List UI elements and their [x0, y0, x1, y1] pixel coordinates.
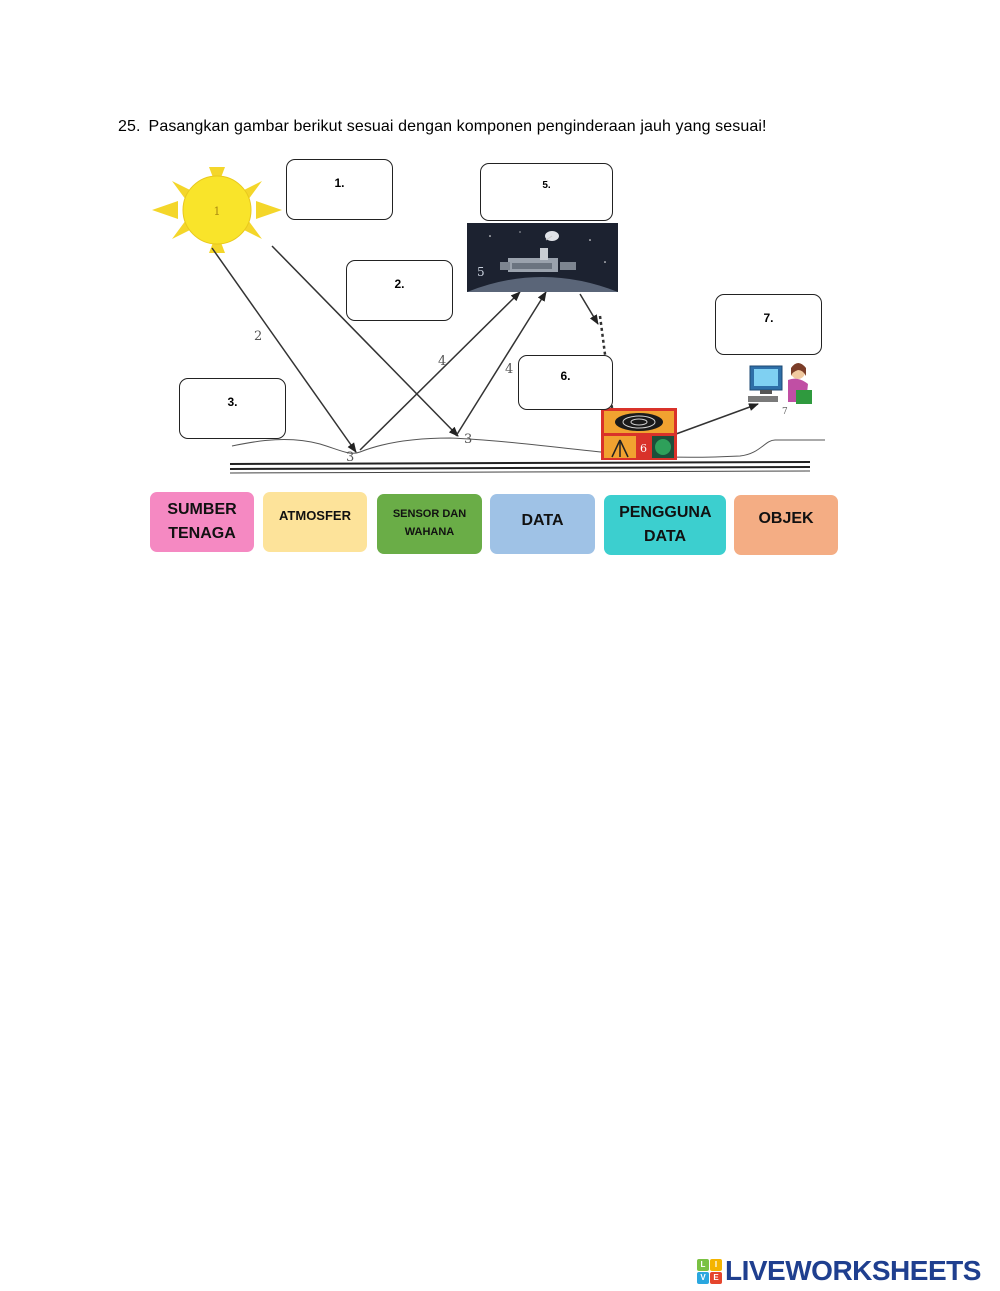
- drop-box-5[interactable]: 5.: [480, 163, 613, 221]
- question: 25. Pasangkan gambar berikut sesuai denga…: [118, 118, 767, 136]
- drop-box-label: 3.: [227, 395, 238, 409]
- sun-label: 1: [214, 205, 221, 218]
- drop-box-1[interactable]: 1.: [286, 159, 393, 220]
- chip-data[interactable]: DATA: [490, 494, 595, 554]
- chip-label: DATA: [521, 512, 564, 529]
- user-label: 7: [782, 407, 788, 417]
- remote-sensing-diagram: 1 2 3 3 4 4: [152, 167, 825, 474]
- ground-station-image: 6: [601, 408, 677, 460]
- sun-icon: 1: [152, 167, 282, 253]
- ground-line: [229, 437, 825, 474]
- ground-label: 3: [346, 450, 354, 465]
- chip-label: SUMBER TENAGA: [167, 501, 237, 542]
- question-text: Pasangkan gambar berikut sesuai dengan k…: [148, 118, 767, 135]
- chip-sensor-dan-wahana[interactable]: SENSOR DAN WAHANA: [377, 494, 482, 554]
- reflect-label: 4: [505, 362, 513, 377]
- satellite-label: 5: [477, 265, 485, 279]
- satellite-image: 5: [467, 223, 618, 292]
- drop-box-label: 1.: [334, 176, 345, 190]
- ray-label: 2: [254, 329, 262, 344]
- liveworksheets-logo: L I V E LIVEWORKSHEETS: [697, 1255, 981, 1286]
- drop-box-label: 7.: [763, 311, 774, 325]
- chip-objek[interactable]: OBJEK: [734, 495, 838, 555]
- logo-text: LIVEWORKSHEETS: [725, 1255, 981, 1286]
- chip-atmosfer[interactable]: ATMOSFER: [263, 492, 367, 552]
- globe-icon: [655, 439, 671, 455]
- reflect-label: 4: [438, 354, 446, 369]
- drop-box-6[interactable]: 6.: [518, 355, 613, 410]
- ground-label: 3: [464, 432, 472, 447]
- logo-letter: E: [710, 1271, 722, 1284]
- station-label: 6: [640, 442, 647, 455]
- drop-box-label: 6.: [560, 369, 571, 383]
- computer-icon: [748, 365, 783, 402]
- satellite-icon: [500, 231, 576, 272]
- drop-box-label: 5.: [542, 180, 551, 191]
- chip-label: SENSOR DAN WAHANA: [392, 508, 467, 538]
- drop-box-3[interactable]: 3.: [179, 378, 286, 439]
- drop-box-7[interactable]: 7.: [715, 294, 822, 355]
- logo-letter: L: [697, 1258, 709, 1271]
- data-user-image: 7: [748, 363, 812, 417]
- tripod-icon: [611, 439, 629, 458]
- logo-icon: L I V E: [697, 1258, 722, 1284]
- chip-label: ATMOSFER: [279, 508, 351, 523]
- drop-box-label: 2.: [394, 277, 405, 291]
- energy-rays: [211, 245, 759, 453]
- person-icon: [788, 363, 812, 404]
- chip-sumber-tenaga[interactable]: SUMBER TENAGA: [150, 492, 254, 552]
- chip-label: OBJEK: [758, 510, 814, 527]
- question-number: 25.: [118, 118, 141, 135]
- drop-box-2[interactable]: 2.: [346, 260, 453, 321]
- logo-letter: V: [697, 1271, 709, 1284]
- logo-letter: I: [710, 1258, 722, 1271]
- chip-label: PENGGUNA DATA: [619, 504, 712, 545]
- chip-pengguna-data[interactable]: PENGGUNA DATA: [604, 495, 726, 555]
